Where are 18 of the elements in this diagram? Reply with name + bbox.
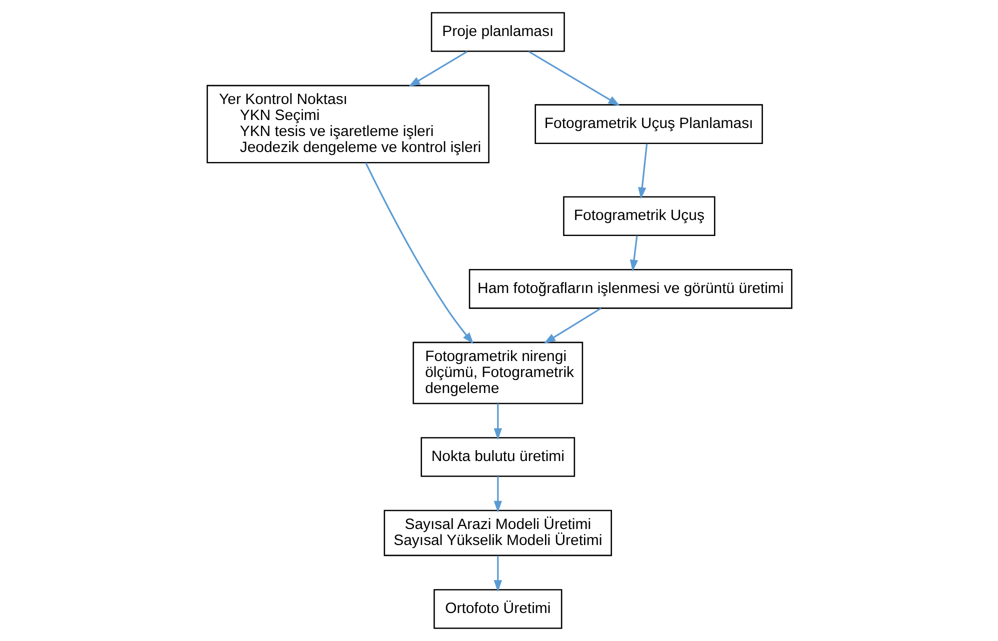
node-box: Proje planlaması: [430, 12, 564, 52]
arrow: [629, 236, 638, 272]
node-box: Yer Kontrol Noktası YKN Seçimi YKN tesis ve işaretleme işleri Jeodezik dengeleme ve kontrol işleri: [206, 84, 489, 164]
arrow: [543, 308, 601, 344]
node-box: Fotogrametrik nirengi ölçümü, Fotogrametrik dengeleme: [412, 342, 583, 404]
node-box: Fotogrametrik Uçuş: [562, 196, 715, 236]
arrow: [528, 50, 620, 106]
arrow: [493, 476, 502, 513]
arrow: [638, 144, 648, 200]
node-box: Nokta bulutu üretimi: [420, 437, 575, 477]
node-box: Fotogrametrik Uçuş Planlaması: [534, 104, 762, 144]
node-box: Ham fotoğrafların işlenmesi ve görüntü üretimi: [468, 269, 792, 309]
node-box: Sayısal Arazi Modeli Üretimi Sayısal Yükselik Modeli Üretimi: [383, 510, 612, 556]
arrow: [408, 50, 468, 87]
arrow: [364, 162, 474, 344]
arrow: [493, 556, 502, 592]
arrow: [493, 404, 502, 440]
node-box: Ortofoto Üretimi: [433, 589, 562, 629]
